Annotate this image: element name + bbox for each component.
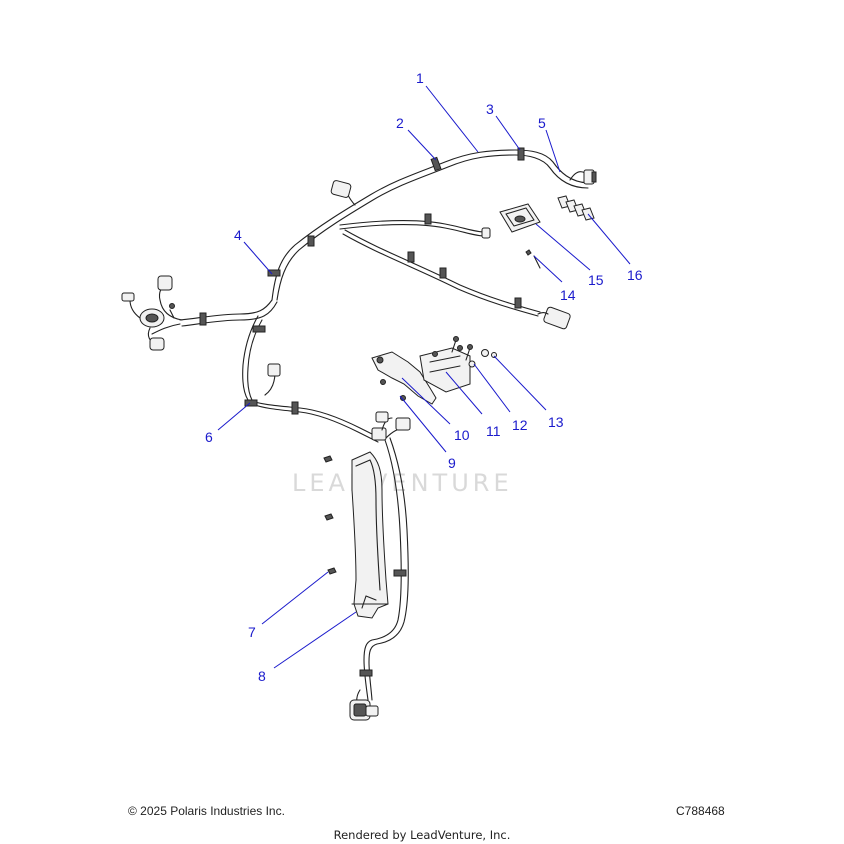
callout-15: 15: [588, 272, 604, 288]
callout-16: 16: [627, 267, 643, 283]
callout-4-5: 5: [538, 115, 546, 131]
callout-14: 14: [560, 287, 576, 303]
control-module: [499, 203, 541, 269]
diagram-id: C788468: [676, 804, 725, 818]
callout-4: 4: [234, 227, 242, 243]
callout-9: 9: [448, 455, 456, 471]
callout-12: 12: [512, 417, 528, 433]
rendered-by-text: Rendered by LeadVenture, Inc.: [333, 828, 511, 842]
mounting-bracket-assembly: [371, 336, 497, 405]
callout-7: 7: [248, 624, 256, 640]
callout-3: 3: [486, 101, 494, 117]
leader-lines: [217, 85, 631, 669]
callout-8: 8: [258, 668, 266, 684]
callout-6: 6: [205, 429, 213, 445]
callout-1: 1: [416, 70, 424, 86]
callout-labels: 1 2 3 5 4 6 7 8 9 10 11 12 13 14 15 16: [205, 70, 643, 684]
callout-10: 10: [454, 427, 470, 443]
copyright-text: © 2025 Polaris Industries Inc.: [128, 804, 285, 818]
callout-13: 13: [548, 414, 564, 430]
adhesive-pads: [557, 195, 595, 221]
callout-11: 11: [486, 423, 501, 439]
pedal-bracket: [351, 451, 389, 619]
main-wire-harness: [121, 147, 597, 721]
pedal-fasteners: [323, 455, 337, 575]
callout-2: 2: [396, 115, 404, 131]
